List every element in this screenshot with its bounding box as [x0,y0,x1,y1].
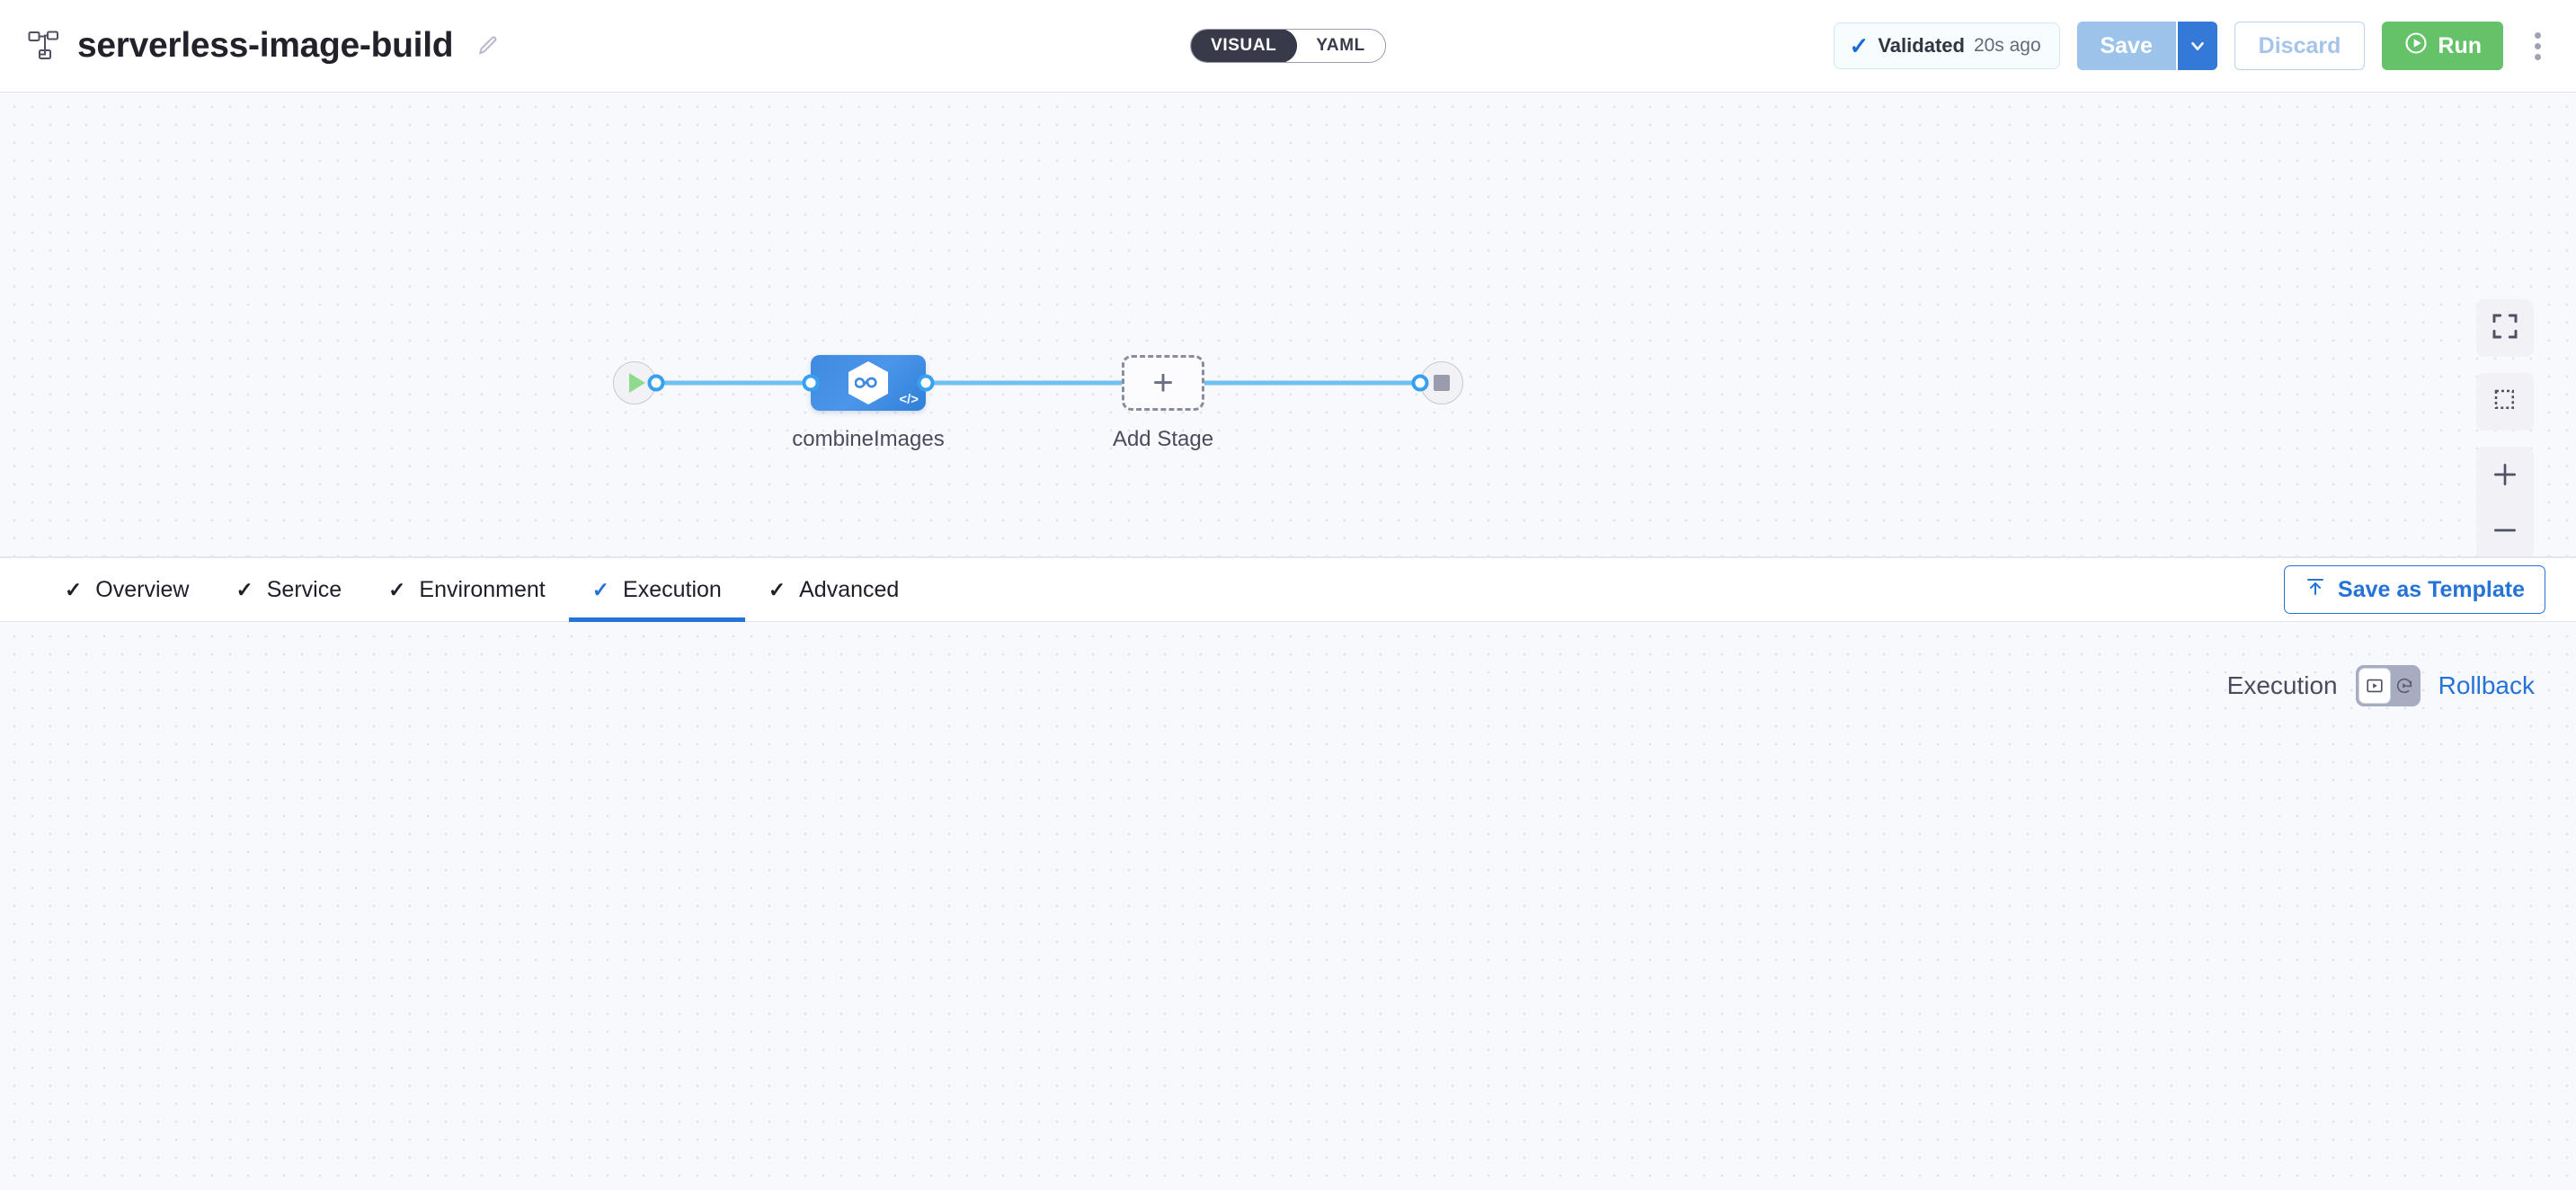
chevron-down-icon[interactable] [2175,22,2217,70]
tab-spacer [922,558,2284,621]
tab-environment[interactable]: ✓ Environment [365,558,569,621]
tab-execution[interactable]: ✓ Execution [568,558,745,622]
zoom-controls [2476,447,2534,556]
stop-icon [1434,375,1450,391]
rollback-link[interactable]: Rollback [2438,671,2535,699]
tab-label: Advanced [799,576,900,602]
stage-label: combineImages [792,427,945,451]
execution-rollback-toggle: Execution Rollback [2227,665,2535,706]
pipeline-start-node[interactable] [613,361,665,404]
execution-label: Execution [2226,671,2338,699]
check-icon: ✓ [1849,32,1870,59]
save-as-template-button[interactable]: Save as Template [2284,565,2545,614]
run-label: Run [2438,32,2482,58]
header-left: serverless-image-build [25,26,503,66]
kebab-menu-icon[interactable] [2520,22,2554,70]
code-icon: </> [899,392,919,407]
link-start-to-stage [656,380,811,386]
template-button-label: Save as Template [2338,576,2525,602]
header-actions: ✓ Validated 20s ago Save Discard [1833,22,2554,70]
zoom-out-button[interactable] [2476,502,2534,556]
upload-template-icon [2305,576,2326,604]
stage-box[interactable]: </> [811,355,926,411]
execution-icon [2358,668,2392,704]
app-header: serverless-image-build VISUAL YAML ✓ Val… [0,0,2576,93]
pipeline-nodes-icon [25,27,63,65]
marquee-select-icon [2492,386,2518,418]
save-button[interactable]: Save [2076,22,2176,70]
play-icon [628,373,645,393]
discard-button[interactable]: Discard [2234,22,2366,70]
select-area-button[interactable] [2476,373,2534,431]
add-stage-label: Add Stage [1112,427,1214,451]
link-stage-to-add [926,380,1122,386]
check-icon: ✓ [388,577,406,601]
check-icon: ✓ [768,577,786,601]
add-stage-node[interactable]: + Add Stage [1113,355,1213,451]
stage-output-port[interactable] [917,374,935,392]
pipeline-end-node[interactable] [1411,361,1463,404]
fit-screen-icon [2491,312,2519,345]
play-circle-icon [2403,31,2429,62]
check-icon: ✓ [591,577,610,601]
steps-canvas[interactable]: Execution Rollback [0,622,2576,1190]
yaml-mode-tab[interactable]: YAML [1316,36,1365,55]
execution-rollback-switch[interactable] [2355,665,2421,706]
check-icon: ✓ [235,577,253,601]
build-stage-infinity-icon [848,361,888,404]
tab-label: Environment [419,576,546,602]
check-icon: ✓ [65,577,83,601]
visual-yaml-switch[interactable]: VISUAL YAML [1190,29,1386,63]
tab-label: Service [266,576,342,602]
tab-label: Execution [623,576,722,602]
validated-label: Validated [1878,34,1965,57]
start-output-port[interactable] [647,374,665,392]
stage-canvas-controls [2476,299,2534,556]
tab-label: Overview [95,576,190,602]
zoom-in-button[interactable] [2476,447,2534,502]
run-button[interactable]: Run [2382,22,2503,70]
page-title: serverless-image-build [77,26,454,65]
stage-config-tabs: ✓ Overview ✓ Service ✓ Environment ✓ Exe… [0,557,2576,622]
stage-node-combineimages[interactable]: </> combineImages [792,355,945,451]
add-stage-button[interactable]: + [1122,355,1204,411]
fit-to-screen-button[interactable] [2476,299,2534,357]
view-mode-toggle[interactable]: VISUAL YAML [1190,29,1386,63]
tab-advanced[interactable]: ✓ Advanced [745,558,922,621]
stage-canvas[interactable]: </> combineImages + Add Stage [0,93,2576,557]
plus-icon: + [1152,363,1174,403]
stage-input-port[interactable] [802,374,820,392]
visual-mode-tab[interactable]: VISUAL [1191,30,1298,62]
save-button-group[interactable]: Save [2076,22,2217,70]
rollback-icon [2391,676,2417,696]
end-input-port[interactable] [1411,374,1429,392]
link-add-to-end [1204,380,1427,386]
tab-service[interactable]: ✓ Service [212,558,365,621]
validated-timestamp: 20s ago [1973,35,2041,56]
tab-overview[interactable]: ✓ Overview [41,558,212,621]
pencil-icon[interactable] [473,31,503,61]
status-badge: ✓ Validated 20s ago [1833,22,2060,69]
